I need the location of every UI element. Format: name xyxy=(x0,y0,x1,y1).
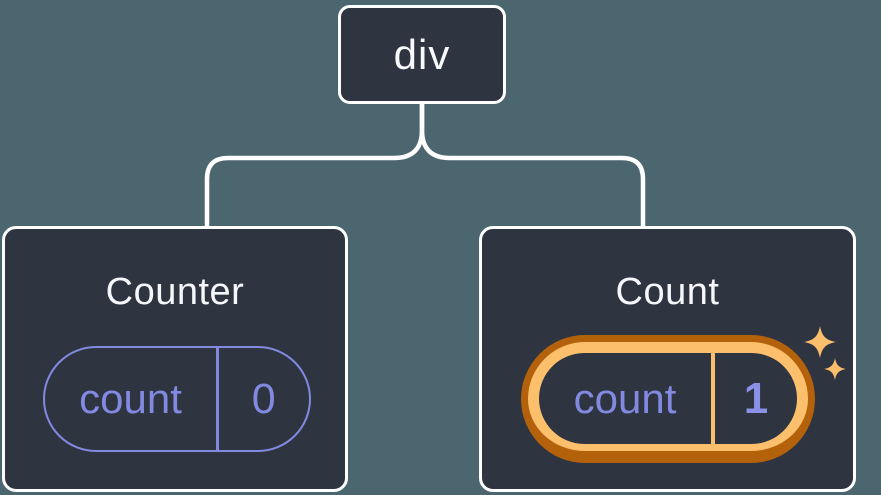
highlight-ring-interior: count 1 xyxy=(539,353,797,444)
tree-node-root: div xyxy=(338,5,506,104)
sparkles-icon xyxy=(804,326,846,380)
state-value: 1 xyxy=(743,373,769,423)
state-pill-highlighted: count 1 xyxy=(521,335,815,463)
state-pill-divider xyxy=(711,353,715,444)
connector-right-branch xyxy=(419,100,646,230)
root-node-label: div xyxy=(393,30,451,78)
component-card-counter: Counter count 0 xyxy=(2,226,348,492)
state-key-label: count xyxy=(79,375,182,422)
card-title: Count xyxy=(615,271,720,313)
state-pill-divider xyxy=(216,348,219,450)
component-card-count: Count count 1 xyxy=(479,226,856,492)
state-key-label: count xyxy=(573,374,677,422)
connector-left-branch xyxy=(204,100,425,230)
state-pill: count 0 xyxy=(43,346,311,452)
state-value: 0 xyxy=(251,374,276,423)
card-title: Counter xyxy=(105,271,245,313)
